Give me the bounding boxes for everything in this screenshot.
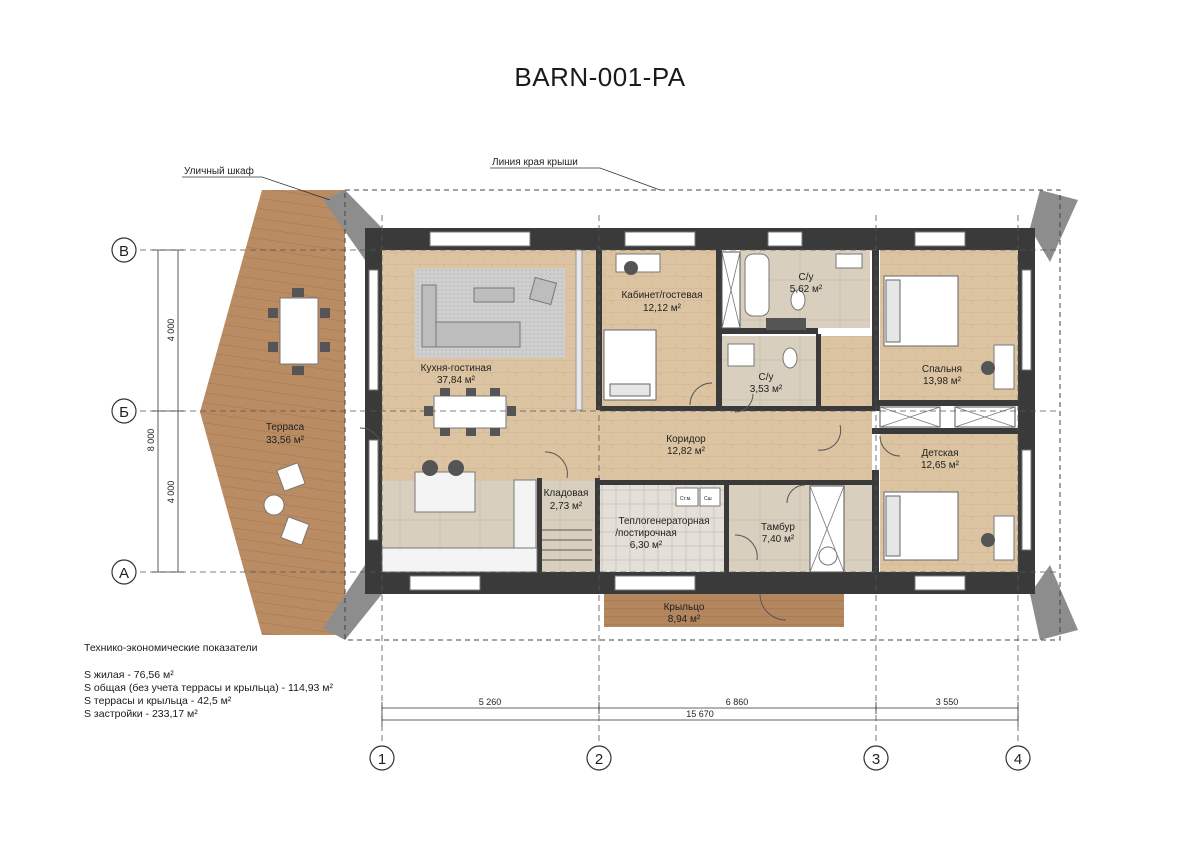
office-chair: [624, 261, 638, 275]
room-vestibule-area: 7,40 м²: [762, 534, 795, 545]
vestibule-seat: [818, 546, 838, 566]
dryer: [699, 487, 721, 507]
tech-indicators: Технико-экономические показатели S жилая…: [84, 642, 333, 721]
axis-col-3: 3: [872, 751, 880, 768]
doors: [359, 382, 901, 621]
room-pantry-name: Кладовая: [544, 488, 589, 499]
roof-edge-lines: [344, 189, 1061, 641]
office-pillow: [609, 383, 651, 397]
room-bath2-area: 3,53 м²: [750, 384, 783, 395]
stove: [766, 318, 806, 330]
tech-heading: Технико-экономические показатели: [84, 642, 258, 654]
room-corridor-name: Коридор: [666, 434, 706, 445]
toilet-2: [782, 347, 798, 369]
windows: [368, 231, 1032, 591]
floor-vestibule: [728, 480, 872, 572]
dining-table: [424, 388, 516, 436]
room-bath1-area: 5,62 м²: [790, 284, 823, 295]
axis-row-a: А: [119, 565, 129, 582]
kitchen-counter: [513, 479, 537, 549]
tv-stand: [473, 287, 515, 303]
kids-pillows: [885, 495, 901, 557]
axis-row-b: Б: [119, 404, 129, 421]
dryer-label: Сш: [704, 496, 712, 502]
room-terrace-area: 33,56 м²: [266, 435, 305, 446]
vertical-dimension-lines: [152, 249, 184, 573]
axis-col-4: 4: [1014, 751, 1022, 768]
room-corridor-area: 12,82 м²: [667, 446, 706, 457]
toilet-1: [790, 289, 806, 311]
dim-horizontal-1: 5 260: [479, 697, 502, 707]
kids-desk: [993, 515, 1015, 561]
axis-col-2: 2: [595, 751, 603, 768]
room-boiler-name: Теплогенераторная: [618, 516, 709, 527]
callout-roof-edge: Линия края крыши: [492, 157, 578, 168]
dim-horizontal-total: 15 670: [686, 709, 714, 719]
roof-corner-se: [1030, 565, 1078, 640]
room-porch-name: Крыльцо: [664, 602, 705, 613]
tech-line-total: S общая (без учета террасы и крыльца) - …: [84, 682, 334, 694]
axis-grid-lines: [140, 215, 1060, 745]
page-title: BARN-001-PA: [514, 62, 686, 92]
dim-horizontal-3: 3 550: [936, 697, 959, 707]
kitchen-counter-bottom: [381, 547, 538, 573]
room-bedroom-area: 13,98 м²: [923, 376, 962, 387]
bedroom-pillows: [885, 279, 901, 343]
roof-corner-ne: [1030, 190, 1078, 262]
bedroom-chair: [981, 361, 995, 375]
room-kids-area: 12,65 м²: [921, 460, 960, 471]
dim-vertical-top: 4 000: [166, 319, 176, 342]
kids-chair: [981, 533, 995, 547]
room-vestibule-name: Тамбур: [761, 521, 795, 533]
washer: [675, 487, 699, 507]
col-axis-markers: [369, 745, 1031, 771]
row-axis-markers: [111, 237, 137, 585]
floor-pantry: [537, 480, 595, 572]
kitchen-island: [414, 460, 476, 513]
office-desk: [615, 253, 661, 273]
room-kids-name: Детская: [921, 448, 958, 459]
room-boiler-name2: /постирочная: [615, 528, 677, 539]
room-bedroom-name: Спальня: [922, 364, 962, 375]
room-bath1-name: С/у: [799, 272, 814, 283]
dim-vertical-total: 8 000: [146, 429, 156, 452]
room-porch-area: 8,94 м²: [668, 614, 701, 625]
sink-2: [727, 343, 755, 367]
horizontal-dimension-lines: [381, 702, 1019, 726]
callout-street-cabinet: Уличный шкаф: [184, 165, 254, 177]
room-living-name: Кухня-гостиная: [421, 363, 492, 374]
sofa: [421, 284, 521, 348]
room-boiler-area: 6,30 м²: [630, 540, 663, 551]
terrace-lounge: [263, 462, 310, 546]
dim-horizontal-2: 6 860: [726, 697, 749, 707]
room-office-area: 12,12 м²: [643, 303, 682, 314]
wardrobe-crosses: [721, 251, 1016, 573]
washer-label: Ст.м.: [680, 496, 692, 502]
floor-hall-right: [818, 336, 872, 410]
axis-col-1: 1: [378, 751, 386, 768]
room-office-name: Кабинет/гостевая: [621, 289, 702, 301]
tech-line-terrace: S террасы и крыльца - 42,5 м²: [84, 695, 232, 707]
room-pantry-area: 2,73 м²: [550, 501, 583, 512]
dim-vertical-bottom: 4 000: [166, 481, 176, 504]
axis-row-v: В: [119, 243, 129, 260]
armchair: [528, 276, 558, 306]
tech-line-building: S застройки - 233,17 м²: [84, 708, 198, 720]
glass-partition: [575, 249, 583, 411]
tech-line-living: S жилая - 76,56 м²: [84, 669, 174, 681]
bedroom-desk: [993, 344, 1015, 390]
callout-leaders: [182, 167, 661, 201]
pantry-shelves: [542, 529, 592, 561]
room-terrace-name: Терраса: [266, 422, 305, 433]
room-living-area: 37,84 м²: [437, 375, 476, 386]
bathtub: [744, 253, 770, 317]
sink-1: [835, 253, 863, 269]
terrace-dining-set: [268, 288, 330, 375]
terrace-deck: [200, 190, 345, 635]
room-bath2-name: С/у: [759, 372, 774, 383]
